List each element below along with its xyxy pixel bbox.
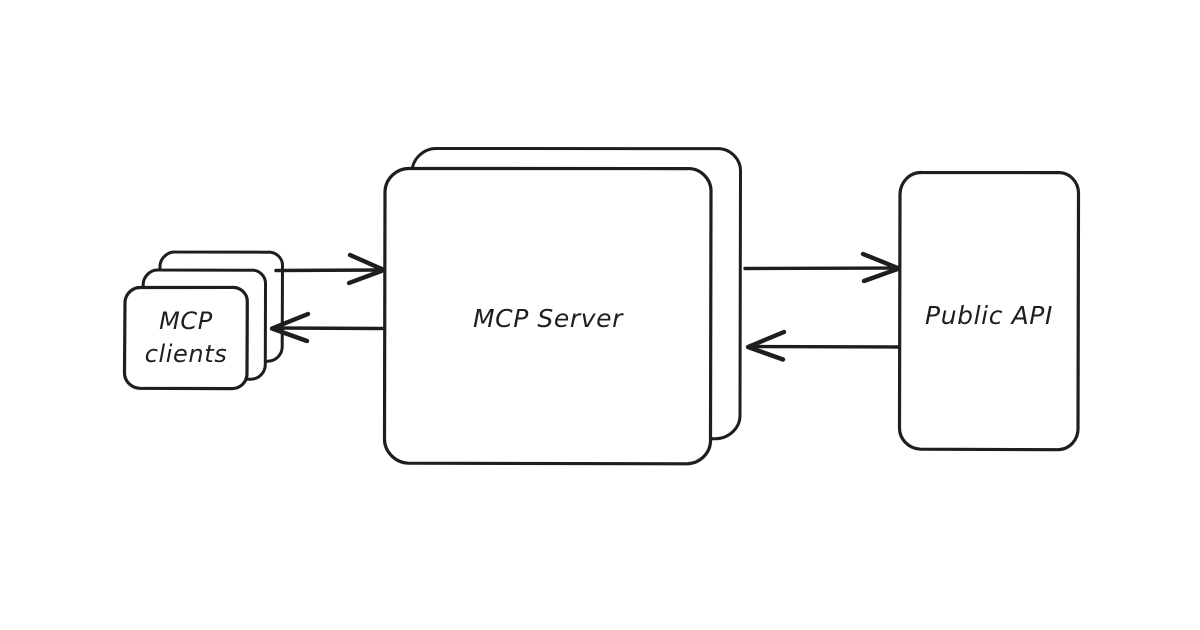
node-mcp-server[interactable]: MCP Server <box>382 146 743 466</box>
edge-server-to-clients-line <box>274 326 386 331</box>
edge-api-to-server-line <box>750 344 900 349</box>
public-api-label: Public API <box>925 301 1053 330</box>
mcp-clients-box-front <box>122 285 249 391</box>
edge-clients-to-server-line <box>274 268 384 273</box>
edge-api-to-server[interactable] <box>745 329 900 362</box>
public-api-box <box>897 170 1081 452</box>
edge-api-to-server-arrowhead-icon <box>745 329 787 362</box>
node-public-api[interactable]: Public API <box>897 170 1081 452</box>
mcp-server-label: MCP Server <box>473 304 624 333</box>
node-mcp-clients[interactable]: MCP clients <box>122 250 284 391</box>
edge-clients-to-server[interactable] <box>274 252 387 286</box>
edge-server-to-clients-arrowhead-icon <box>269 311 311 344</box>
edge-server-to-api-arrowhead-icon <box>860 251 902 284</box>
mcp-clients-label-line2: clients <box>145 340 228 368</box>
edge-server-to-clients[interactable] <box>269 311 386 344</box>
mcp-server-box-front <box>382 166 713 466</box>
mcp-clients-label-line1: MCP <box>159 307 213 335</box>
edge-server-to-api[interactable] <box>743 251 902 284</box>
edge-server-to-api-line <box>743 266 899 271</box>
edge-clients-to-server-arrowhead-icon <box>346 252 387 286</box>
